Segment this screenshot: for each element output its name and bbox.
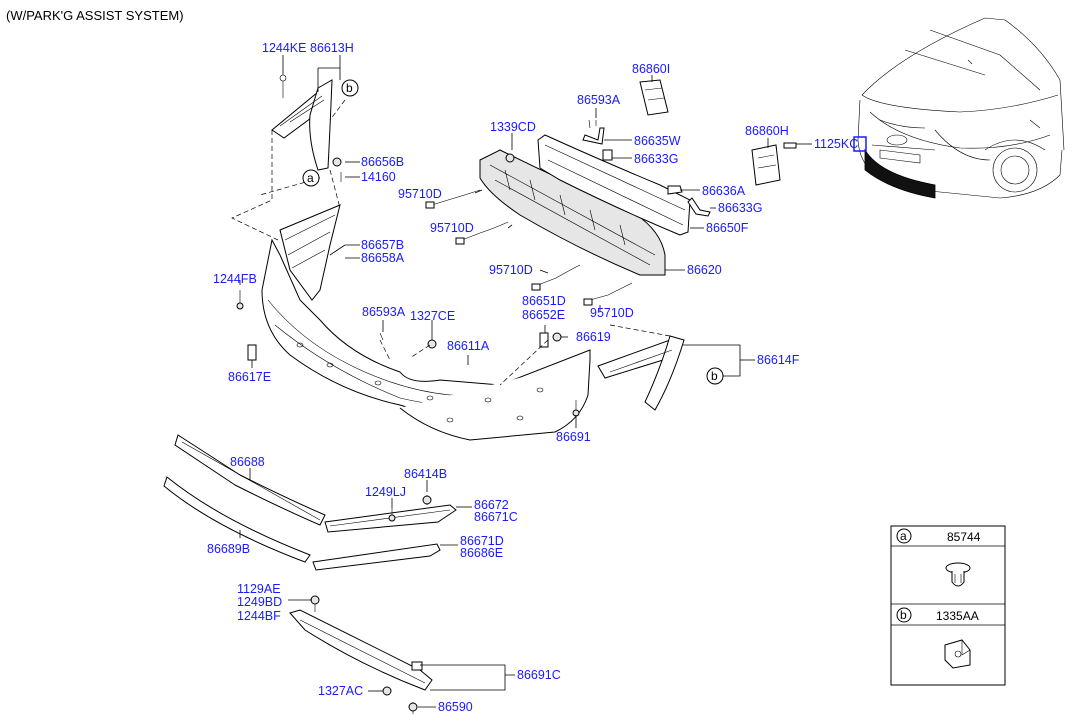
label-86633G-2: 86633G <box>718 201 762 215</box>
label-86611A: 86611A <box>447 339 490 353</box>
label-86652E: 86652E <box>522 308 565 322</box>
small-brackets <box>505 119 711 217</box>
label-1244KE: 1244KE <box>262 41 306 55</box>
callout-a: a <box>302 169 320 187</box>
label-1125KC: 1125KC <box>814 137 858 151</box>
sensor-highlight <box>853 136 867 152</box>
label-86619: 86619 <box>576 330 611 344</box>
label-1129AE: 1129AE <box>237 582 281 596</box>
label-1244BF: 1244BF <box>237 609 281 623</box>
svg-text:b: b <box>711 369 718 383</box>
svg-text:a: a <box>307 171 314 185</box>
legend-b-part: 1335AA <box>936 609 979 623</box>
label-86635W: 86635W <box>634 134 681 148</box>
label-86651D: 86651D <box>522 294 566 308</box>
diffuser-86691C <box>289 595 433 714</box>
label-86657B: 86657B <box>361 238 404 252</box>
label-86614F: 86614F <box>757 353 800 367</box>
diagram-header: (W/PARK'G ASSIST SYSTEM) <box>6 8 184 23</box>
legend-b-letter: b <box>900 608 907 622</box>
label-86414B: 86414B <box>404 467 447 481</box>
part-labels: 1244KE 86613H 86656B 14160 86657B 86658A… <box>207 41 858 714</box>
svg-text:b: b <box>346 81 353 95</box>
label-86688: 86688 <box>230 455 265 469</box>
molding-86689B <box>163 476 311 563</box>
label-86860H: 86860H <box>745 124 789 138</box>
clip-85744-icon <box>945 562 971 587</box>
label-14160: 14160 <box>361 170 396 184</box>
bracket-86613H <box>271 74 342 182</box>
label-86686E: 86686E <box>460 546 503 560</box>
energy-absorber-86650F <box>537 134 691 236</box>
bumper-cover-86611A <box>261 204 591 441</box>
label-86656B: 86656B <box>361 155 404 169</box>
label-86658A: 86658A <box>361 251 405 265</box>
hardware <box>236 290 580 417</box>
label-86633G-1: 86633G <box>634 152 678 166</box>
reflector-86686E <box>312 543 441 571</box>
legend-a-letter: a <box>900 529 907 543</box>
legend-table: a 85744 b 1335AA <box>890 525 1006 686</box>
label-1327AC: 1327AC <box>318 684 363 698</box>
label-95710D-2: 95710D <box>430 221 474 235</box>
label-86593A-1: 86593A <box>362 305 406 319</box>
label-86620: 86620 <box>687 263 722 277</box>
vehicle-illustration <box>853 17 1065 199</box>
clip-1335AA-icon <box>944 639 971 669</box>
bracket-86860I <box>639 79 669 116</box>
label-86650F: 86650F <box>706 221 749 235</box>
legend-a-circle <box>896 528 912 544</box>
clips-lower <box>388 495 432 522</box>
legend-a-part: 85744 <box>947 530 981 544</box>
module-86860H <box>751 142 797 186</box>
label-86590: 86590 <box>438 700 473 714</box>
leader-lines <box>239 55 812 708</box>
label-1339CD: 1339CD <box>490 120 536 134</box>
label-86671D: 86671D <box>460 534 504 548</box>
label-95710D-4: 95710D <box>590 306 634 320</box>
label-1244FB: 1244FB <box>213 272 257 286</box>
label-86672: 86672 <box>474 498 509 512</box>
label-86860I: 86860I <box>632 62 670 76</box>
bracket-86614F <box>597 335 685 411</box>
legend-b-circle <box>896 607 912 623</box>
label-86671C: 86671C <box>474 510 518 524</box>
label-86617E: 86617E <box>228 370 271 384</box>
label-86613H: 86613H <box>310 41 354 55</box>
label-95710D-1: 95710D <box>398 187 442 201</box>
label-86593A-2: 86593A <box>577 93 621 107</box>
label-86691C: 86691C <box>517 668 561 682</box>
callout-b-right: b <box>683 344 741 385</box>
label-86636A: 86636A <box>702 184 746 198</box>
label-86689B: 86689B <box>207 542 250 556</box>
label-1249LJ: 1249LJ <box>365 485 406 499</box>
label-86691: 86691 <box>556 430 591 444</box>
label-1327CE: 1327CE <box>410 309 455 323</box>
label-1249BD: 1249BD <box>237 595 282 609</box>
sensor-wires-95710D <box>425 189 633 306</box>
label-95710D-3: 95710D <box>489 263 533 277</box>
